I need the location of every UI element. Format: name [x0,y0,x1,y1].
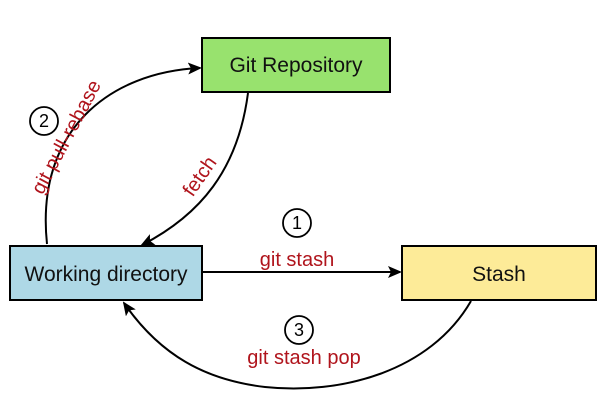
working-directory-label: Working directory [25,263,188,286]
git-repository-label: Git Repository [229,54,363,77]
stash-pop-arrow [122,300,472,390]
git-repository-node: Git Repository [201,37,391,93]
git-stash-pop-label: git stash pop [247,347,360,369]
git-stash-label: git stash [260,249,334,271]
stash-node: Stash [401,245,597,301]
fetch-arrow [140,92,249,246]
stash-label: Stash [472,263,526,286]
step-2-number: 2 [39,111,49,131]
working-directory-node: Working directory [9,245,203,301]
step-1-number: 1 [292,213,302,233]
step-1-marker: 1 [282,208,312,238]
fetch-label: fetch [179,152,222,200]
step-2-marker: 2 [29,106,59,136]
step-3-number: 3 [294,320,304,340]
pull-rebase-label: git pull-rebase [28,77,106,198]
pull-rebase-arrow [44,62,202,245]
step-3-marker: 3 [284,315,314,345]
